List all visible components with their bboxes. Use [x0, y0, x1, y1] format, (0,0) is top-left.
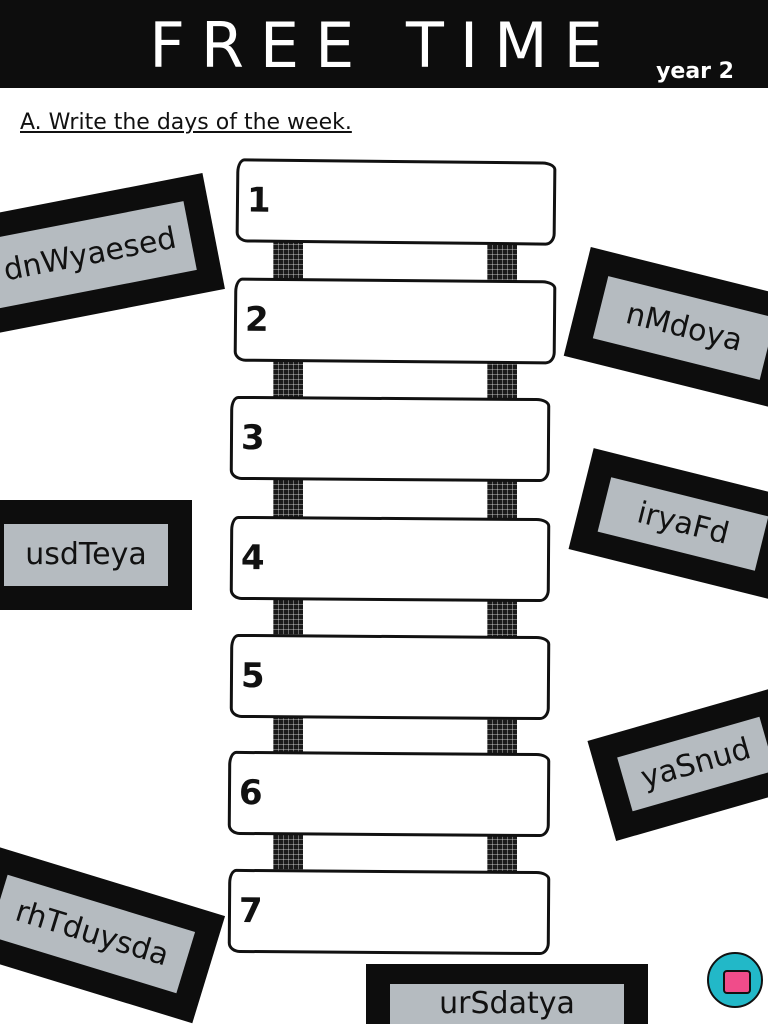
word-card-5[interactable]: yaSnud: [587, 687, 768, 841]
word-card-6[interactable]: rhTduysda: [0, 844, 226, 1024]
answer-plank-3[interactable]: 3: [229, 395, 551, 483]
plank-number: 1: [246, 180, 271, 221]
word-card-2[interactable]: nMdoya: [563, 247, 768, 409]
answer-plank-6[interactable]: 6: [227, 750, 551, 838]
word-card-fill: rhTduysda: [0, 874, 196, 994]
page-title: FREE TIME: [149, 9, 619, 82]
word-card-fill: urSdatya: [390, 984, 624, 1024]
plank-number: 5: [240, 655, 265, 697]
word-card-fill: nMdoya: [592, 276, 768, 380]
word-card-3[interactable]: usdTeya: [0, 500, 192, 610]
plank-number: 3: [240, 417, 265, 459]
grade-label: year 2: [656, 59, 734, 84]
plank-number: 4: [240, 537, 265, 579]
header-bar: FREE TIME year 2: [0, 0, 768, 88]
scrambled-word: iryaFd: [633, 495, 733, 552]
word-card-1[interactable]: dnWyaesed: [0, 173, 225, 337]
instruction-text: A. Write the days of the week.: [20, 110, 352, 135]
word-card-fill: usdTeya: [4, 524, 168, 586]
answer-plank-2[interactable]: 2: [233, 277, 557, 365]
scrambled-word: usdTeya: [25, 537, 147, 572]
word-card-fill: yaSnud: [617, 716, 768, 812]
plank-number: 7: [238, 890, 263, 932]
plank-number: 6: [238, 772, 263, 814]
plank-number: 2: [244, 299, 269, 340]
answer-plank-7[interactable]: 7: [227, 868, 551, 956]
scrambled-word: dnWyaesed: [0, 220, 180, 289]
answer-plank-5[interactable]: 5: [229, 633, 551, 721]
logo-badge: [723, 970, 751, 994]
word-card-4[interactable]: iryaFd: [568, 448, 768, 600]
teacher-logo-icon: [707, 952, 763, 1008]
scrambled-word: urSdatya: [439, 986, 575, 1021]
answer-plank-4[interactable]: 4: [229, 515, 551, 603]
word-card-fill: iryaFd: [597, 477, 768, 571]
word-card-7[interactable]: urSdatya: [366, 964, 648, 1024]
scrambled-word: nMdoya: [622, 296, 746, 359]
scrambled-word: yaSnud: [637, 731, 755, 796]
scrambled-word: rhTduysda: [11, 893, 173, 974]
answer-plank-1[interactable]: 1: [235, 158, 557, 246]
word-card-fill: dnWyaesed: [0, 201, 197, 309]
